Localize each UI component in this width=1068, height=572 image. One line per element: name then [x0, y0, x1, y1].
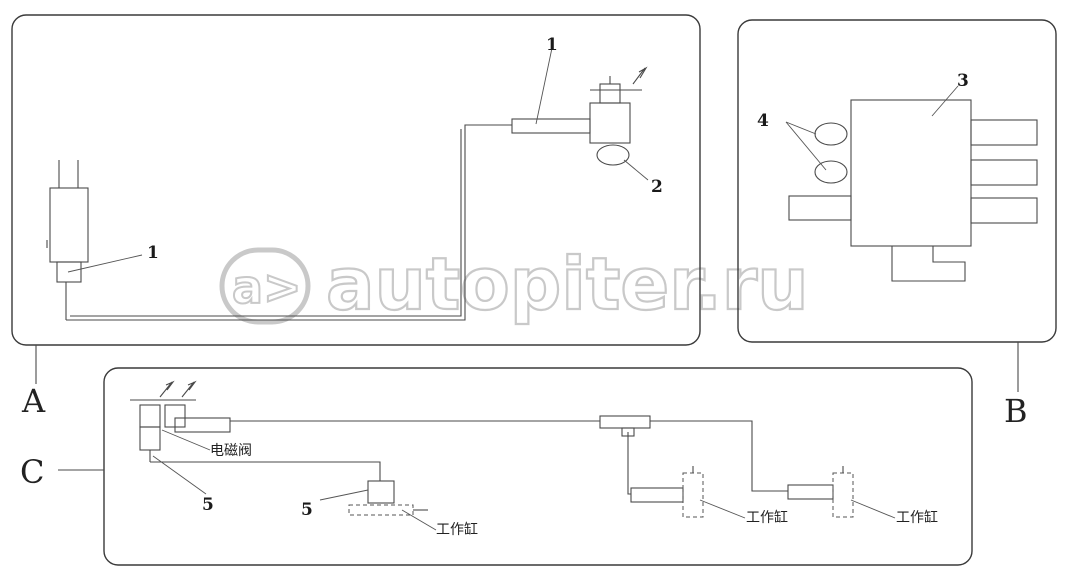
callout-5-mid: 5: [301, 500, 313, 520]
cylinder-c-right-2: [787, 466, 854, 518]
watermark-logo-frame: [219, 247, 311, 325]
pipe-a: [66, 124, 512, 321]
callout-2: 2: [651, 177, 663, 197]
solenoid-valve: [130, 380, 231, 462]
valve-a: [511, 66, 648, 166]
callout-5-left: 5: [202, 495, 214, 515]
valve-block-b: [788, 99, 1038, 282]
watermark: a> autopiter.ru: [219, 241, 810, 327]
panel-a-frame: [11, 14, 701, 346]
label-working-cylinder-3: 工作缸: [896, 509, 938, 526]
panel-b-frame: [737, 19, 1057, 343]
cylinder-c-right-1: [630, 466, 704, 518]
callout-3: 3: [957, 71, 969, 91]
callout-1-top: 1: [546, 35, 558, 55]
panel-c-frame: [103, 367, 973, 566]
watermark-text: autopiter.ru: [326, 242, 809, 326]
panel-b: 4 3 B: [737, 19, 1057, 430]
panel-b-letter: B: [1004, 392, 1028, 430]
panel-a-letter: A: [21, 382, 46, 420]
watermark-logo-glyph: a>: [232, 260, 302, 314]
panel-c-letter: C: [20, 453, 44, 491]
panel-a: 1 1 2 A: [11, 14, 701, 420]
callout-4: 4: [757, 111, 769, 131]
cylinder-a-left: [46, 160, 89, 320]
label-working-cylinder-2: 工作缸: [746, 509, 788, 526]
pipe-c-lower: [150, 461, 381, 481]
cylinder-c-middle: [348, 480, 428, 516]
panel-c: 电磁阀 5 5 工作缸 工作缸 工作缸 C: [20, 367, 973, 566]
label-solenoid-valve: 电磁阀: [210, 443, 252, 459]
label-working-cylinder-1: 工作缸: [436, 521, 478, 538]
callout-1-left: 1: [147, 243, 159, 263]
